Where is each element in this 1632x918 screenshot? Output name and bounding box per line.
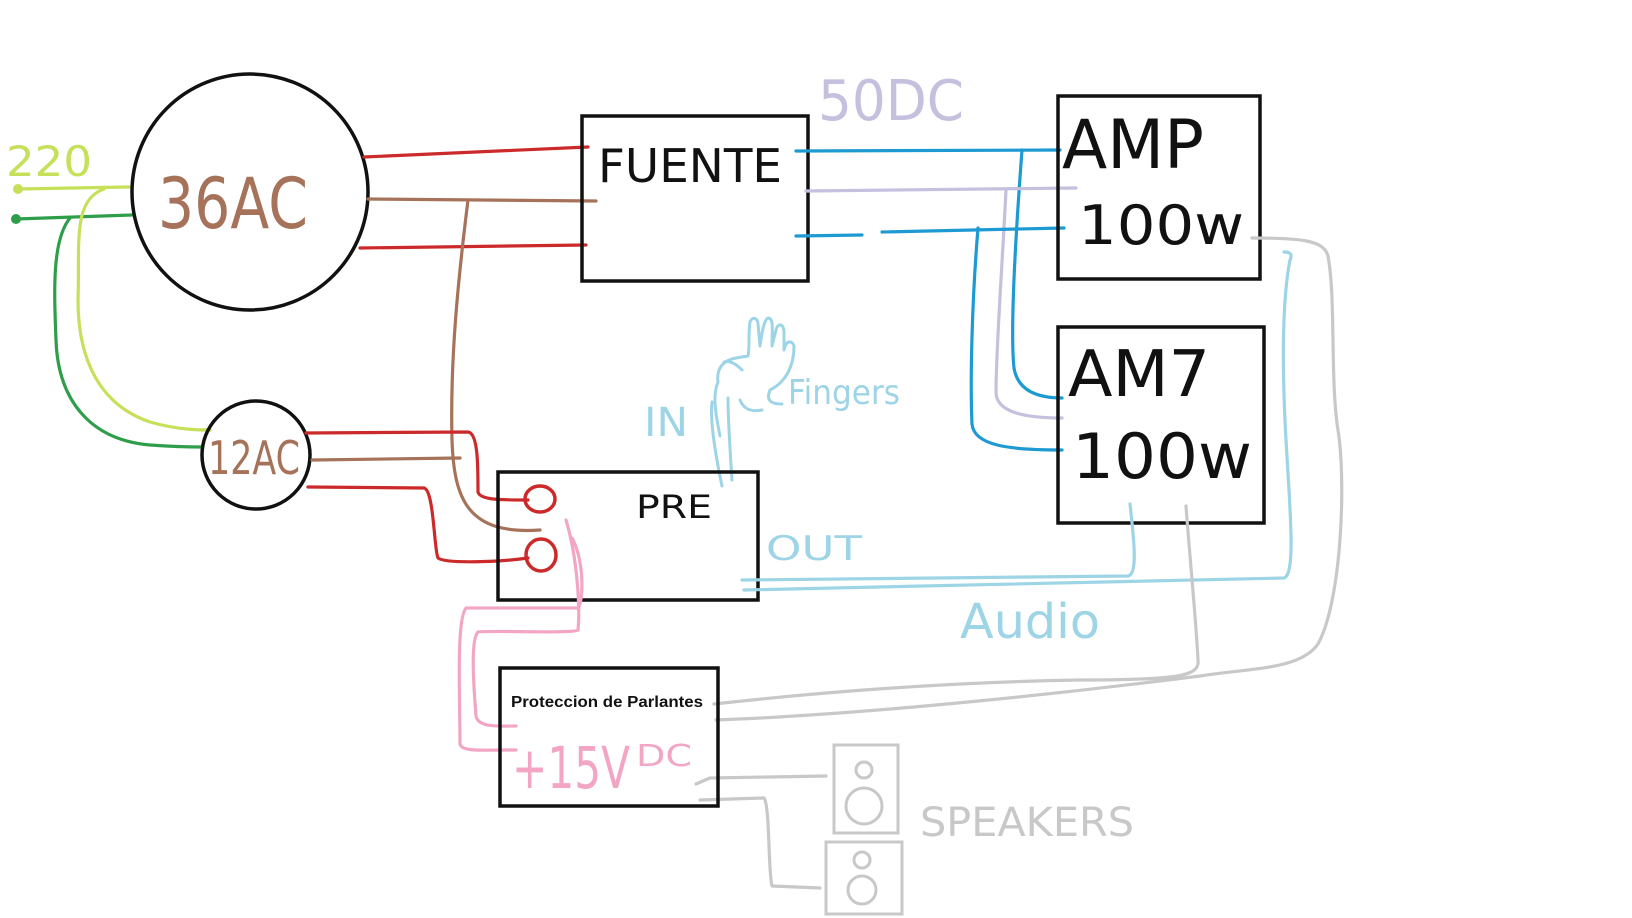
wire-12ac-brown-mid (310, 456, 462, 462)
speaker-1-icon (832, 743, 900, 835)
mains-yellow-to-36ac (16, 185, 132, 191)
protection-label: Proteccion de Parlantes (511, 694, 703, 711)
amp2-block: AM7 100w (1056, 325, 1266, 525)
wire-amp1-to-protection (714, 236, 1344, 722)
amp2-label: AM7 (1068, 338, 1210, 412)
wire-dc-blue-bottom-drop (969, 226, 1064, 452)
amp1-box (1056, 94, 1262, 281)
amp2-power-label: 100w (1072, 420, 1252, 493)
transformer-36ac-circle (130, 72, 370, 312)
wire-amp2-to-protection (712, 504, 1200, 706)
transformer-12ac: 12AC (200, 399, 312, 511)
pre-power-terminal-top (523, 484, 557, 514)
speakers-label: SPEAKERS (920, 800, 1134, 846)
speaker-2-icon (824, 840, 904, 916)
wire-protection-to-speaker-1 (694, 774, 828, 786)
wire-dc-blue-bottom (794, 226, 1066, 238)
dc15-wires (457, 518, 584, 752)
wire-36ac-red-top (362, 145, 590, 159)
ac12-wires (304, 430, 530, 564)
fingers-label: Fingers (788, 373, 900, 413)
wire-dc-blue-top-drop (1011, 148, 1064, 400)
wire-36ac-red-bottom (358, 243, 588, 250)
fuente-label: FUENTE (598, 139, 782, 193)
amp1-label: AMP (1062, 106, 1204, 185)
wire-dc-lavender-drop (994, 188, 1064, 420)
fuente-box (580, 114, 810, 283)
transformer-12ac-label: 12AC (208, 431, 300, 485)
amp1-block: AMP 100w (1056, 94, 1262, 281)
amp1-power-label: 100w (1078, 194, 1244, 257)
wire-brown-ground-to-pre (450, 198, 542, 533)
dc-supply-label: 50DC (818, 69, 964, 134)
protection-voltage-label: +15V (512, 734, 630, 802)
wire-dc15-pink-a (471, 518, 581, 728)
wire-12ac-red-top (304, 430, 530, 502)
wire-36ac-brown-mid (366, 197, 598, 203)
pre-box (496, 470, 760, 602)
protection-box (498, 666, 720, 808)
protection-voltage-superscript: DC (636, 739, 692, 774)
pre-label: PRE (636, 488, 712, 526)
mains-green-to-12ac (53, 216, 204, 449)
pre-power-terminal-bottom (524, 537, 558, 573)
wire-dc-blue-top (794, 148, 1062, 153)
wire-audio-to-amp1 (742, 250, 1293, 592)
dc-wires (794, 148, 1078, 452)
wire-protection-to-speaker-2 (698, 796, 822, 890)
wire-audio-to-amp2 (740, 502, 1136, 582)
audio-label: Audio (960, 594, 1100, 650)
hand-doodle-icon (710, 316, 796, 488)
mains-green-to-36ac (14, 213, 134, 221)
amp2-box (1056, 325, 1266, 525)
pre-input-label: IN (644, 400, 688, 446)
speaker-wires (694, 236, 1344, 890)
mains-yellow-to-12ac (76, 187, 212, 432)
mains-wires (11, 184, 212, 449)
ac36-wires (358, 145, 598, 533)
pre-output-label: OUT (766, 529, 862, 569)
transformer-36ac: 36AC (130, 72, 370, 312)
pre-block: PRE (496, 470, 760, 602)
transformer-36ac-label: 36AC (158, 163, 308, 245)
mains-voltage-label: 220 (6, 137, 92, 186)
wire-dc15-pink-b (457, 536, 584, 752)
fuente-block: FUENTE (580, 114, 810, 283)
transformer-12ac-circle (200, 399, 312, 511)
wire-dc-lavender (804, 186, 1078, 193)
protection-block: Proteccion de Parlantes +15V DC (498, 666, 720, 808)
audio-wires (740, 250, 1293, 592)
